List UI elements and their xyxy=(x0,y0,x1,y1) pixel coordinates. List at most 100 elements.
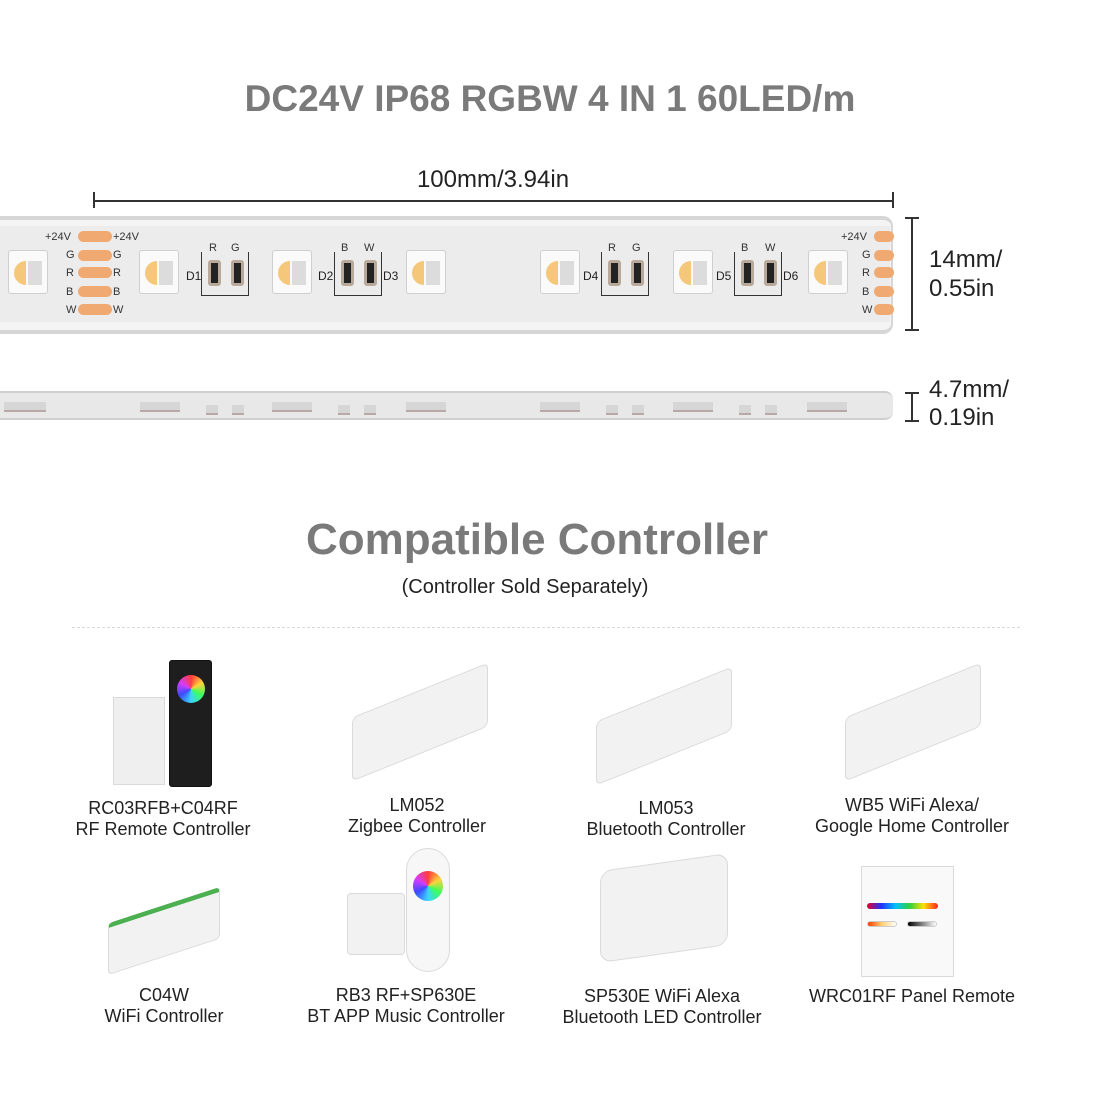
controller-model: WB5 WiFi Alexa/ xyxy=(844,795,980,815)
resistor-group xyxy=(601,252,649,296)
controller-model: SP530E WiFi Alexa xyxy=(583,986,741,1006)
resistor xyxy=(764,260,777,286)
led-chip xyxy=(808,250,848,294)
resistor-group xyxy=(201,252,249,296)
controller-description: Bluetooth LED Controller xyxy=(562,1007,762,1027)
controller-description: BT APP Music Controller xyxy=(307,1006,505,1026)
solder-pad xyxy=(78,231,112,242)
pad-label: G xyxy=(113,249,122,261)
side-resistor xyxy=(765,405,777,415)
wifi-controller-image xyxy=(845,662,981,782)
resistor-group xyxy=(334,252,382,296)
brightness-bar-icon xyxy=(907,921,937,927)
controller-description: RF Remote Controller xyxy=(75,819,251,839)
c04w-controller-image xyxy=(108,886,220,976)
controller-description: Zigbee Controller xyxy=(347,816,487,836)
controller-model: RB3 RF+SP630E xyxy=(335,985,477,1005)
resistor-group xyxy=(734,252,782,296)
led-chip xyxy=(673,250,713,294)
pad-label: R xyxy=(66,267,74,279)
pad-label: G xyxy=(66,249,75,261)
led-chip xyxy=(272,250,312,294)
color-bar-icon xyxy=(867,903,938,909)
side-led xyxy=(140,402,180,412)
length-dimension-label: 100mm/3.94in xyxy=(416,166,570,193)
length-dimension-tick-right xyxy=(892,192,894,208)
rb3-remote-image xyxy=(406,848,450,972)
cct-bar-icon xyxy=(867,921,897,927)
led-label: D4 xyxy=(583,269,599,283)
controller-model: RC03RFB+C04RF xyxy=(88,798,238,818)
led-label: D3 xyxy=(383,269,399,283)
length-dimension-tick-left xyxy=(93,192,95,208)
height-dimension-tick xyxy=(905,420,919,422)
side-led xyxy=(540,402,580,412)
resistor xyxy=(741,260,754,286)
width-dimension-tick xyxy=(905,217,919,219)
side-resistor xyxy=(606,405,618,415)
sp530e-image xyxy=(600,853,728,963)
led-label: D1 xyxy=(186,269,202,283)
resistor-label: G xyxy=(231,242,240,254)
bluetooth-controller-image xyxy=(596,666,732,786)
side-resistor xyxy=(632,405,644,415)
resistor xyxy=(364,260,377,286)
solder-pad xyxy=(78,286,112,297)
pad-label: R xyxy=(113,267,121,279)
side-resistor xyxy=(206,405,218,415)
controller-description: Bluetooth Controller xyxy=(586,819,746,839)
section-divider xyxy=(72,627,1020,628)
solder-pad xyxy=(874,267,894,278)
pad-label: W xyxy=(66,304,77,316)
pad-label: +24V xyxy=(45,231,71,243)
panel-remote-image xyxy=(861,866,954,977)
resistor-label: G xyxy=(632,242,641,254)
led-strip-side-view xyxy=(0,391,893,420)
solder-pad xyxy=(874,250,894,261)
resistor-label: R xyxy=(209,242,217,254)
solder-pad xyxy=(78,267,112,278)
solder-pad xyxy=(874,286,894,297)
pad-label: B xyxy=(113,286,121,298)
side-led xyxy=(272,402,312,412)
solder-pad xyxy=(78,304,112,315)
height-dimension-tick xyxy=(905,392,919,394)
sp630e-image xyxy=(347,893,405,955)
side-led xyxy=(406,402,446,412)
pad-label: B xyxy=(66,286,74,298)
length-dimension-line xyxy=(94,200,894,202)
receiver-image xyxy=(113,697,165,785)
height-dimension-line xyxy=(911,393,913,421)
controller-model: LM053 xyxy=(638,798,694,818)
resistor xyxy=(208,260,221,286)
width-dimension-tick xyxy=(905,329,919,331)
pad-label: W xyxy=(862,304,873,316)
side-resistor xyxy=(338,405,350,415)
side-led xyxy=(807,402,847,412)
side-led xyxy=(4,402,46,412)
led-label: D5 xyxy=(716,269,732,283)
width-dimension-mm: 14mm/ xyxy=(929,246,1003,273)
solder-pad xyxy=(78,250,112,261)
color-wheel-icon xyxy=(413,871,443,901)
resistor xyxy=(631,260,644,286)
side-resistor xyxy=(739,405,751,415)
pad-label: G xyxy=(862,249,871,261)
resistor-label: B xyxy=(341,242,349,254)
rf-remote-image xyxy=(169,660,212,787)
controller-description: WiFi Controller xyxy=(104,1006,224,1026)
led-label: D6 xyxy=(783,269,799,283)
pad-label: R xyxy=(862,267,870,279)
resistor-label: B xyxy=(741,242,749,254)
resistor-label: W xyxy=(364,242,375,254)
led-chip xyxy=(8,250,48,294)
page-title: DC24V IP68 RGBW 4 IN 1 60LED/m xyxy=(244,78,856,119)
resistor-label: W xyxy=(765,242,776,254)
height-dimension-mm: 4.7mm/ xyxy=(929,376,1010,403)
width-dimension-line xyxy=(911,218,913,330)
section-title: Compatible Controller xyxy=(305,515,769,564)
side-resistor xyxy=(364,405,376,415)
side-resistor xyxy=(232,405,244,415)
resistor xyxy=(231,260,244,286)
controller-model: C04W xyxy=(138,985,189,1005)
